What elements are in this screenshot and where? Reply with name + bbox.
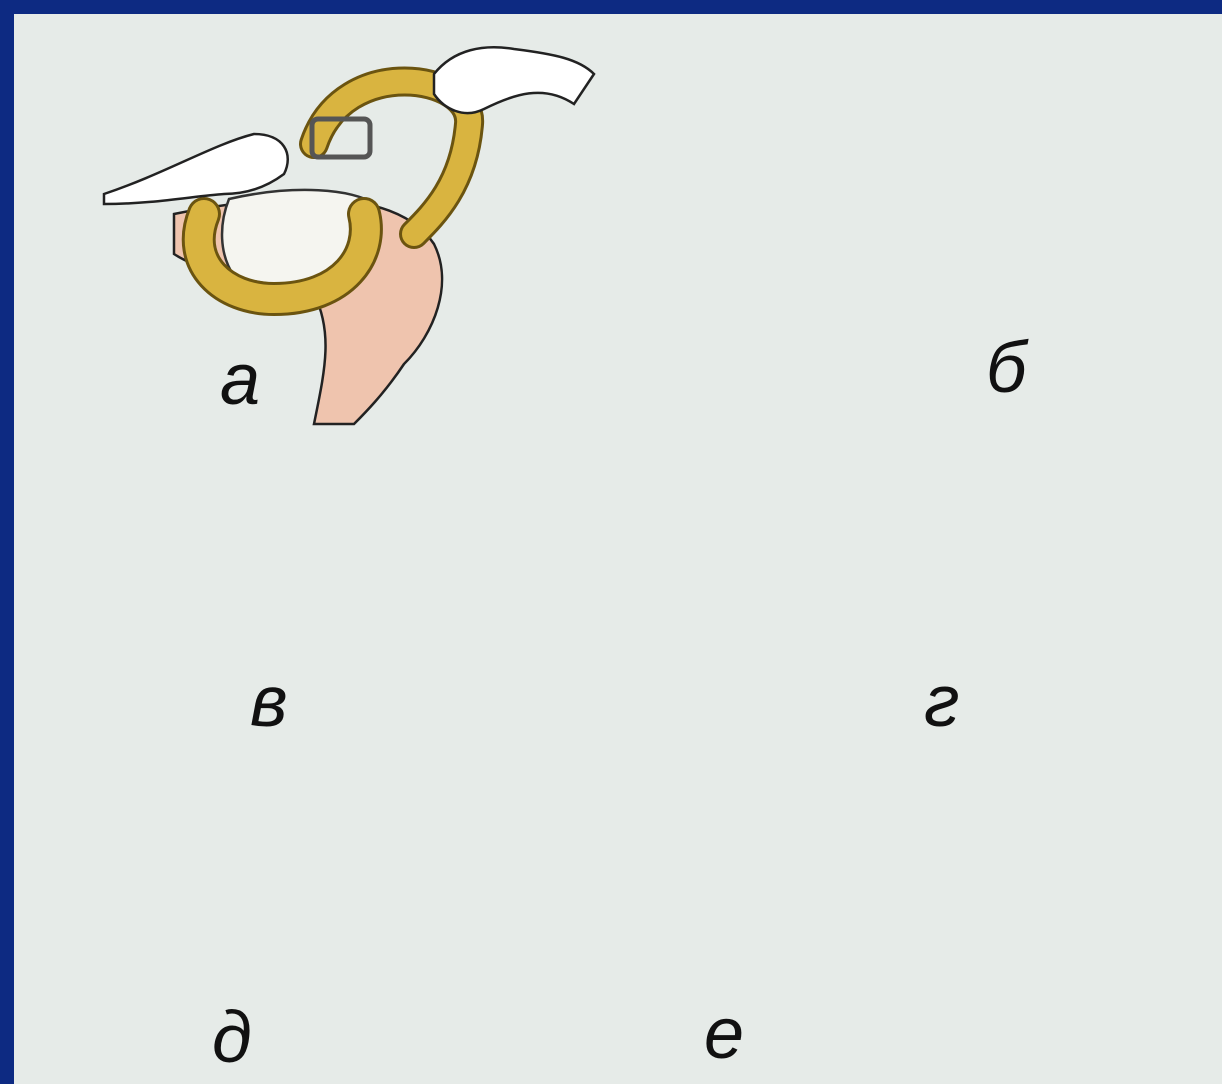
label-g: г <box>924 666 960 738</box>
label-d: д <box>212 1002 252 1074</box>
hand-right-a <box>434 47 594 113</box>
step-a-figure <box>104 47 594 424</box>
tourniquet-steps-illustration: .skin { fill:#efc4ae; stroke:#222; strok… <box>14 14 1222 1084</box>
label-v: в <box>250 666 288 738</box>
label-a: а <box>220 344 260 416</box>
label-e: е <box>704 998 744 1070</box>
illustration-panel: .skin { fill:#efc4ae; stroke:#222; strok… <box>14 14 1222 1084</box>
label-b: б <box>986 332 1027 404</box>
